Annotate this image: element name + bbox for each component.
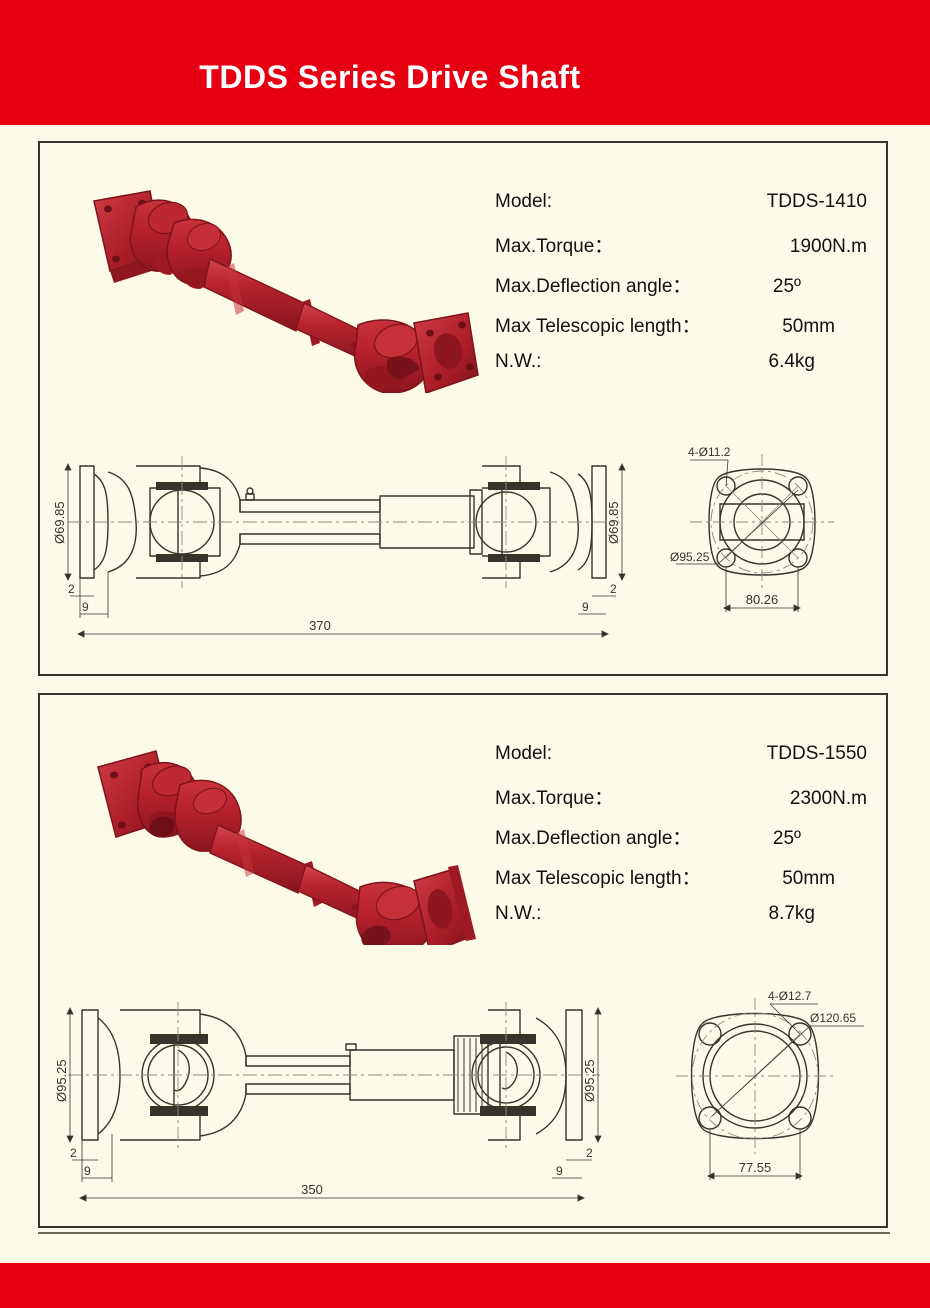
drive-shaft-illustration [97, 750, 476, 945]
dim-left-hub: 9 [82, 600, 89, 614]
spec-row: Max Telescopic length： 50mm [495, 863, 875, 903]
spec-row: Model: TDDS-1410 [495, 191, 875, 231]
spec-value: TDDS-1550 [766, 743, 867, 764]
spec-value: 50mm [782, 868, 835, 889]
technical-drawing-1: Ø69.85 2 9 370 [50, 438, 880, 668]
spec-label: N.W.: [495, 903, 542, 924]
dim-left-flange-diameter: Ø95.25 [54, 1059, 69, 1102]
dim-left-thickness: 2 [68, 582, 75, 596]
spec-label: Max.Torque： [495, 788, 614, 809]
spec-value: TDDS-1410 [766, 191, 867, 212]
shaft-tube [209, 824, 381, 926]
technical-drawing-2: Ø95.25 2 9 350 [50, 990, 880, 1220]
drive-shaft-illustration [93, 190, 479, 393]
dim-right-thickness: 2 [610, 582, 617, 596]
dim-bolt-hole-note: 4-Ø12.7 [768, 990, 812, 1003]
dim-left-flange-diameter: Ø69.85 [52, 501, 67, 544]
spec-label: Max.Deflection angle： [495, 276, 692, 297]
dim-bolt-circle: Ø95.25 [670, 550, 710, 564]
spec-label: Model: [495, 743, 553, 764]
spec-label: Max Telescopic length： [495, 316, 701, 337]
header-bar [0, 0, 930, 125]
footer-divider [38, 1232, 890, 1234]
spec-row: Max.Torque： 2300N.m [495, 783, 875, 823]
spec-row: Max.Torque： 1900N.m [495, 231, 875, 271]
dim-right-thickness: 2 [586, 1146, 593, 1160]
spec-row: Max.Deflection angle： 25º [495, 271, 875, 311]
spec-table-1: Model: TDDS-1410 Max.Torque： 1900N.m Max… [495, 191, 875, 391]
spec-value: 6.4kg [768, 351, 815, 372]
spec-label: Model: [495, 191, 553, 212]
right-universal-joint [355, 881, 433, 945]
dim-right-hub: 9 [582, 600, 589, 614]
right-universal-joint [353, 319, 431, 393]
spec-label: Max.Deflection angle： [495, 828, 692, 849]
dim-left-hub: 9 [84, 1164, 91, 1178]
footer-bar [0, 1263, 930, 1308]
shaft-tube [203, 258, 379, 364]
product-panel-1: Model: TDDS-1410 Max.Torque： 1900N.m Max… [38, 141, 888, 676]
dim-right-flange-diameter: Ø95.25 [582, 1059, 597, 1102]
product-photo-2 [58, 715, 488, 945]
dim-overall-length: 370 [309, 618, 331, 633]
spec-value: 25º [772, 828, 801, 849]
spec-value: 8.7kg [768, 903, 815, 924]
spec-row: N.W.: 8.7kg [495, 903, 875, 943]
spec-row: Max Telescopic length： 50mm [495, 311, 875, 351]
spec-value: 25º [772, 276, 801, 297]
drawing-svg: Ø95.25 2 9 350 [54, 990, 864, 1202]
product-panel-2: Model: TDDS-1550 Max.Torque： 2300N.m Max… [38, 693, 888, 1228]
dim-face-width: 80.26 [746, 592, 779, 607]
spec-label: Max Telescopic length： [495, 868, 701, 889]
dim-right-hub: 9 [556, 1164, 563, 1178]
dim-left-thickness: 2 [70, 1146, 77, 1160]
spec-label: Max.Torque： [495, 236, 614, 257]
spec-row: Max.Deflection angle： 25º [495, 823, 875, 863]
right-flange [413, 312, 479, 393]
dim-bolt-circle: Ø120.65 [810, 1011, 856, 1025]
spec-value: 2300N.m [789, 788, 867, 809]
drawing-svg: Ø69.85 2 9 370 [52, 445, 834, 638]
right-flange [413, 865, 476, 945]
spec-row: Model: TDDS-1550 [495, 743, 875, 783]
spec-value: 1900N.m [789, 236, 867, 257]
spec-value: 50mm [782, 316, 835, 337]
product-photo-1 [58, 163, 488, 393]
dim-bolt-hole-note: 4-Ø11.2 [688, 445, 731, 459]
dim-overall-length: 350 [301, 1182, 323, 1197]
page-title: TDDS Series Drive Shaft [199, 59, 581, 95]
spec-table-2: Model: TDDS-1550 Max.Torque： 2300N.m Max… [495, 743, 875, 943]
dim-right-flange-diameter: Ø69.85 [606, 501, 621, 544]
spec-row: N.W.: 6.4kg [495, 351, 875, 391]
dim-face-width: 77.55 [739, 1160, 772, 1175]
spec-label: N.W.: [495, 351, 542, 372]
